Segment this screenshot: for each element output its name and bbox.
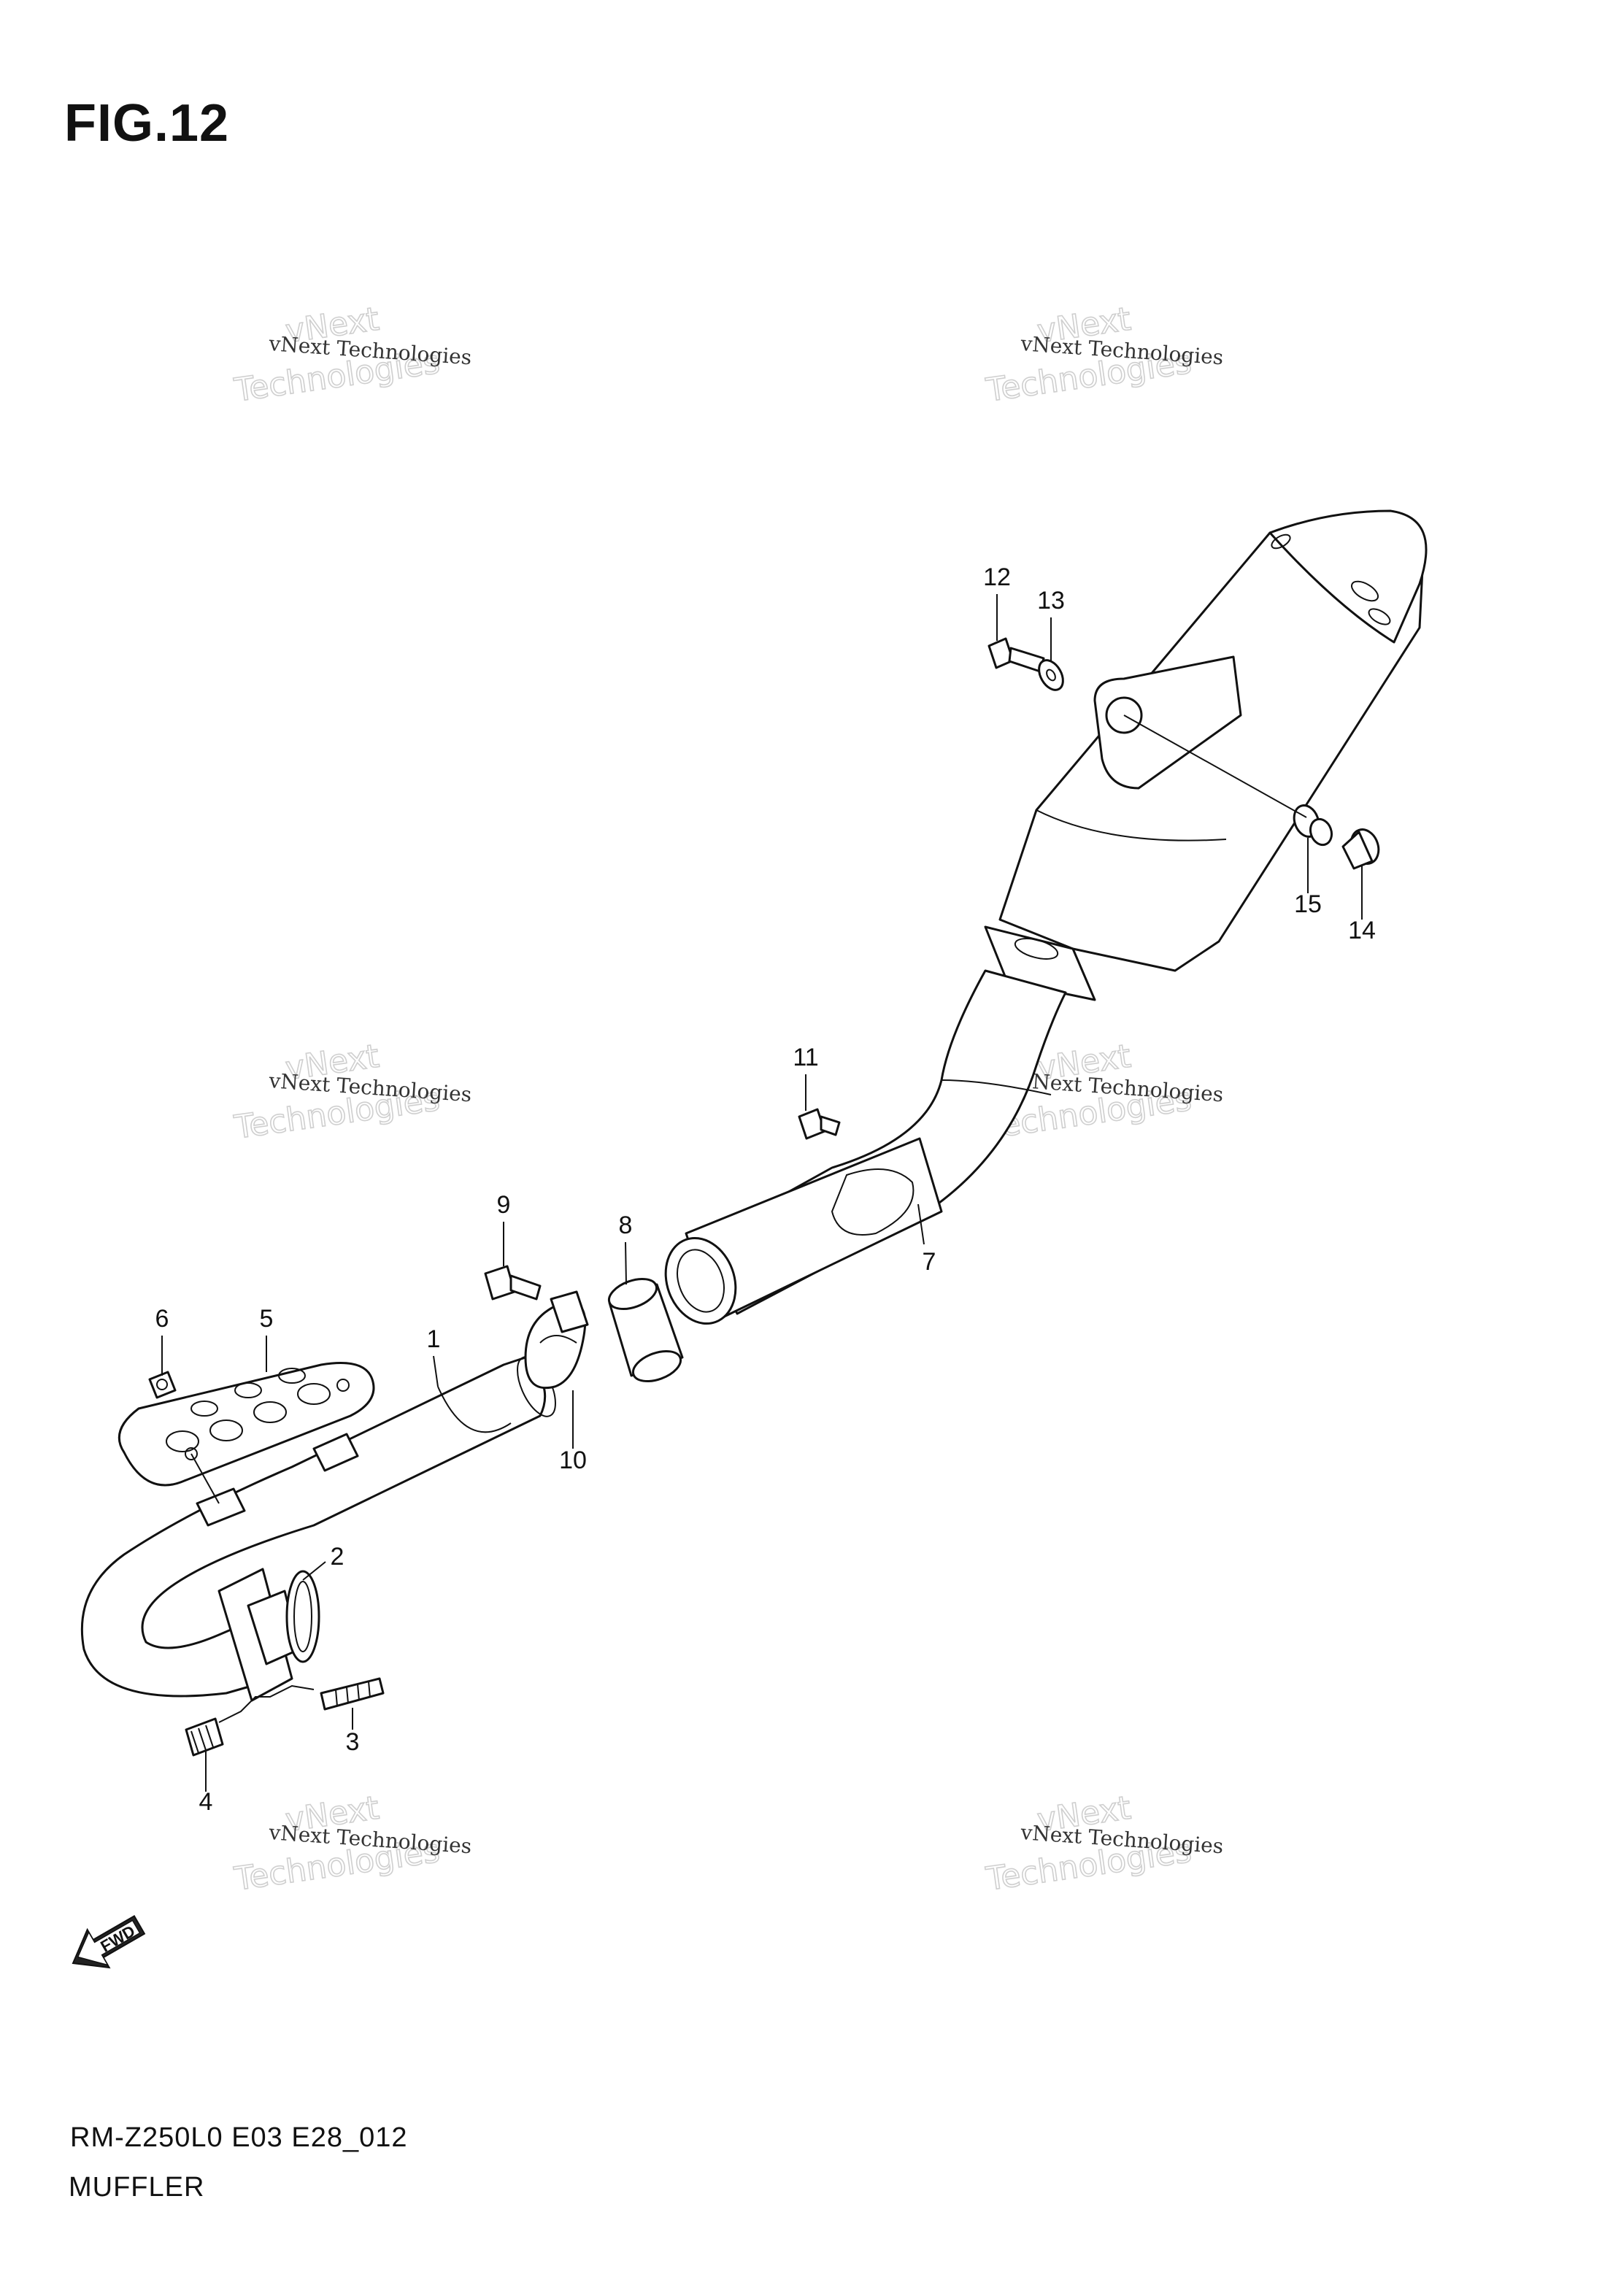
- bolt: [987, 637, 1045, 673]
- callout-13: 13: [1037, 587, 1065, 615]
- figure-title: FIG.12: [64, 94, 230, 153]
- clamp: [524, 1290, 589, 1389]
- callouts: 1 2 3 4 5 6 7 8 9 10 11 12 13 14 15: [155, 563, 1376, 1816]
- bolt: [798, 1108, 841, 1140]
- connector: [607, 1277, 684, 1383]
- callout-11: 11: [793, 1044, 818, 1071]
- callout-4: 4: [199, 1788, 213, 1816]
- cushion: [1293, 804, 1333, 847]
- callout-9: 9: [497, 1191, 511, 1219]
- callout-1: 1: [427, 1325, 441, 1353]
- bolt: [484, 1265, 542, 1301]
- gasket: [285, 1570, 320, 1663]
- bolt: [148, 1371, 177, 1399]
- muffler-assembly: [664, 509, 1428, 1325]
- callout-10: 10: [559, 1446, 587, 1474]
- collar: [1341, 828, 1380, 870]
- section-name: MUFFLER: [69, 2172, 205, 2203]
- forward-arrow-icon: FWD: [72, 1915, 146, 1969]
- callout-6: 6: [155, 1305, 169, 1333]
- heat-protector: [118, 1362, 375, 1527]
- callout-8: 8: [619, 1211, 633, 1239]
- callout-12: 12: [983, 563, 1011, 591]
- washer: [1038, 659, 1064, 691]
- watermarks: vNext Technologies vNext Technologies vN…: [231, 300, 1224, 1899]
- model-code: RM-Z250L0 E03 E28_012: [70, 2122, 408, 2153]
- callout-15: 15: [1294, 890, 1322, 918]
- muffler-end-cap: [1268, 509, 1428, 644]
- callout-14: 14: [1348, 917, 1376, 944]
- callout-5: 5: [260, 1305, 274, 1333]
- nut: [185, 1684, 315, 1757]
- callout-7: 7: [923, 1248, 936, 1276]
- stud-bolt: [320, 1677, 385, 1711]
- callout-2: 2: [331, 1543, 344, 1571]
- callout-3: 3: [346, 1728, 360, 1756]
